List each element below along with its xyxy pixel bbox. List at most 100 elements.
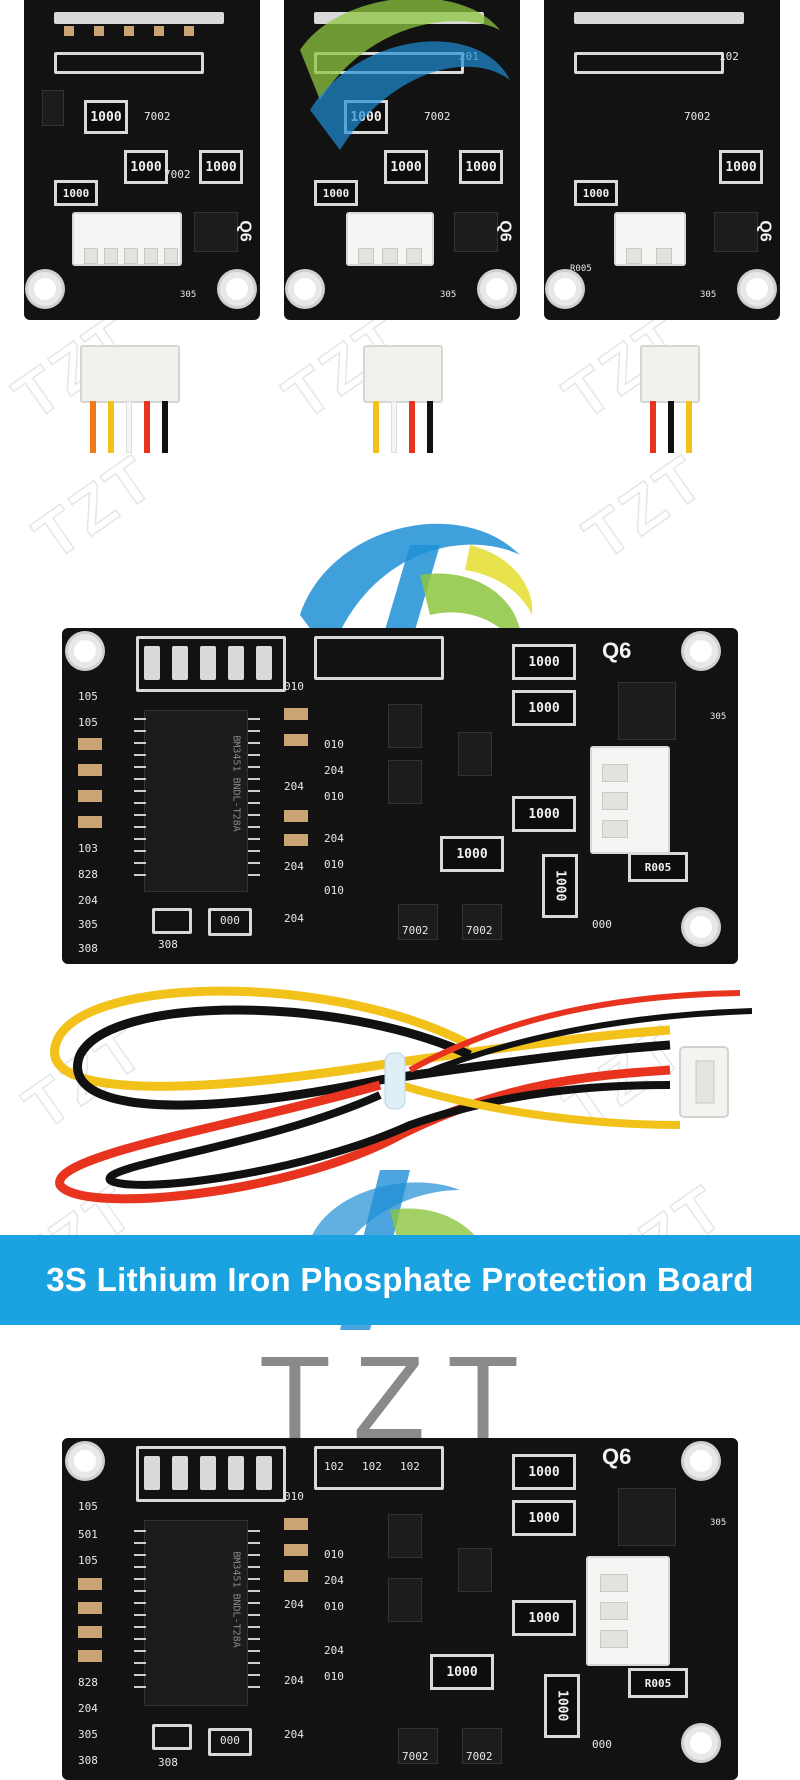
bottom-pcb-board: 102 102 102 105 501 105 828 204 305 308 … bbox=[62, 1438, 738, 1780]
silk-label: 102 bbox=[400, 1460, 420, 1473]
silk-label: 010 bbox=[324, 738, 344, 751]
silk-label: 305 bbox=[710, 1518, 727, 1528]
silk-label: 308 bbox=[158, 1756, 178, 1769]
silk-label: 103 bbox=[78, 842, 98, 855]
silk-label: 010 bbox=[324, 1548, 344, 1561]
resistor-label: 1000 bbox=[719, 150, 763, 184]
resistor-label: 1000 bbox=[459, 150, 503, 184]
silk-label: 000 bbox=[220, 914, 240, 927]
small-pcb-board: 1000 1000 7002 102 Q6 R005 305 bbox=[544, 0, 780, 320]
wire-plug-3pin bbox=[640, 345, 700, 465]
silk-label: 010 bbox=[284, 1490, 304, 1503]
silk-label: 102 bbox=[324, 1460, 344, 1473]
silk-label: 204 bbox=[284, 860, 304, 873]
silk-label: 7002 bbox=[402, 1750, 429, 1763]
silk-label: 204 bbox=[284, 1728, 304, 1741]
q6-label: Q6 bbox=[602, 1444, 632, 1469]
silk-label: 7002 bbox=[684, 110, 711, 123]
silk-label: 828 bbox=[78, 868, 98, 881]
resistor-label: 1000 bbox=[512, 1500, 576, 1536]
small-pcb-board: 1000 1000 1000 1000 7002 201 Q6 305 bbox=[284, 0, 520, 320]
ic-marking: BM3451 BNDL-T28A bbox=[230, 735, 242, 832]
silk-label: 828 bbox=[78, 1676, 98, 1689]
resistor-label: 1000 bbox=[199, 150, 243, 184]
resistor-label: R005 bbox=[628, 1668, 688, 1698]
silk-label: 7002 bbox=[424, 110, 451, 123]
silk-label: 102 bbox=[719, 50, 739, 63]
small-pcb-board: 1000 1000 1000 1000 7002 7002 Q6 305 bbox=[24, 0, 260, 320]
watermark-logo: TZT bbox=[550, 1010, 699, 1145]
silk-label: 305 bbox=[78, 918, 98, 931]
title-banner: 3S Lithium Iron Phosphate Protection Boa… bbox=[0, 1235, 800, 1325]
silk-label: R005 bbox=[570, 264, 592, 274]
balance-connector bbox=[586, 1556, 670, 1666]
resistor-label: 1000 bbox=[440, 836, 504, 872]
silk-label: 000 bbox=[592, 918, 612, 931]
silk-label: 204 bbox=[78, 1702, 98, 1715]
silk-label: 7002 bbox=[466, 924, 493, 937]
resistor-label: 1000 bbox=[124, 150, 168, 184]
silk-label: 308 bbox=[78, 942, 98, 955]
silk-label: 204 bbox=[324, 764, 344, 777]
wire-harness bbox=[50, 986, 753, 1204]
silk-label: 105 bbox=[78, 1500, 98, 1513]
silk-label: 105 bbox=[78, 716, 98, 729]
silk-label: 204 bbox=[324, 832, 344, 845]
silk-label: 000 bbox=[220, 1734, 240, 1747]
wire-plug-5pin bbox=[80, 345, 180, 465]
silk-label: 7002 bbox=[144, 110, 171, 123]
silk-label: 204 bbox=[284, 1674, 304, 1687]
resistor-label: 1000 bbox=[54, 180, 98, 206]
resistor-label: 1000 bbox=[512, 1454, 576, 1490]
silk-label: 105 bbox=[78, 1554, 98, 1567]
resistor-label: 1000 bbox=[512, 1600, 576, 1636]
silk-label: 102 bbox=[362, 1460, 382, 1473]
resistor-label: 1000 bbox=[344, 100, 388, 134]
balance-connector bbox=[590, 746, 670, 854]
silk-label: 010 bbox=[324, 1600, 344, 1613]
silk-label: 204 bbox=[78, 894, 98, 907]
silk-label: 308 bbox=[78, 1754, 98, 1767]
resistor-label: 1000 bbox=[384, 150, 428, 184]
silk-label: 204 bbox=[324, 1644, 344, 1657]
silk-label: 204 bbox=[324, 1574, 344, 1587]
silk-label: 010 bbox=[324, 884, 344, 897]
resistor-label: 1000 bbox=[314, 180, 358, 206]
wire-plug-4pin bbox=[363, 345, 443, 465]
silk-label: 204 bbox=[284, 1598, 304, 1611]
silk-label: 201 bbox=[459, 50, 479, 63]
silk-label: 7002 bbox=[164, 168, 191, 181]
silk-label: 204 bbox=[284, 912, 304, 925]
q6-label: Q6 bbox=[236, 220, 254, 242]
silk-label: 105 bbox=[78, 690, 98, 703]
bms-ic-chip bbox=[144, 1520, 248, 1706]
silk-label: 7002 bbox=[466, 1750, 493, 1763]
silk-label: 010 bbox=[324, 858, 344, 871]
q6-label: Q6 bbox=[496, 220, 514, 242]
silk-label: 305 bbox=[440, 290, 457, 300]
silk-label: 000 bbox=[592, 1738, 612, 1751]
silk-label: 308 bbox=[158, 938, 178, 951]
silk-label: 305 bbox=[700, 290, 717, 300]
ic-marking: BM3451 BNDL-T28A bbox=[230, 1551, 242, 1648]
silk-label: 305 bbox=[710, 712, 727, 722]
silk-label: 7002 bbox=[402, 924, 429, 937]
resistor-label: 1000 bbox=[512, 690, 576, 726]
resistor-label: 1000 bbox=[544, 1674, 580, 1738]
resistor-label: 1000 bbox=[84, 100, 128, 134]
silk-label: 010 bbox=[324, 790, 344, 803]
resistor-label: R005 bbox=[628, 852, 688, 882]
banner-title: 3S Lithium Iron Phosphate Protection Boa… bbox=[46, 1261, 754, 1298]
resistor-label: 1000 bbox=[430, 1654, 494, 1690]
silk-label: 305 bbox=[180, 290, 197, 300]
q6-label: Q6 bbox=[602, 638, 632, 663]
watermark-logo: TZT bbox=[10, 1010, 159, 1145]
resistor-label: 1000 bbox=[512, 796, 576, 832]
silk-label: 501 bbox=[78, 1528, 98, 1541]
silk-label: 010 bbox=[324, 1670, 344, 1683]
silk-label: 010 bbox=[284, 680, 304, 693]
main-pcb-board: 105 105 103 828 204 305 308 BM3451 BNDL-… bbox=[62, 628, 738, 964]
q6-label: Q6 bbox=[756, 220, 774, 242]
resistor-label: 1000 bbox=[574, 180, 618, 206]
resistor-label: 1000 bbox=[512, 644, 576, 680]
